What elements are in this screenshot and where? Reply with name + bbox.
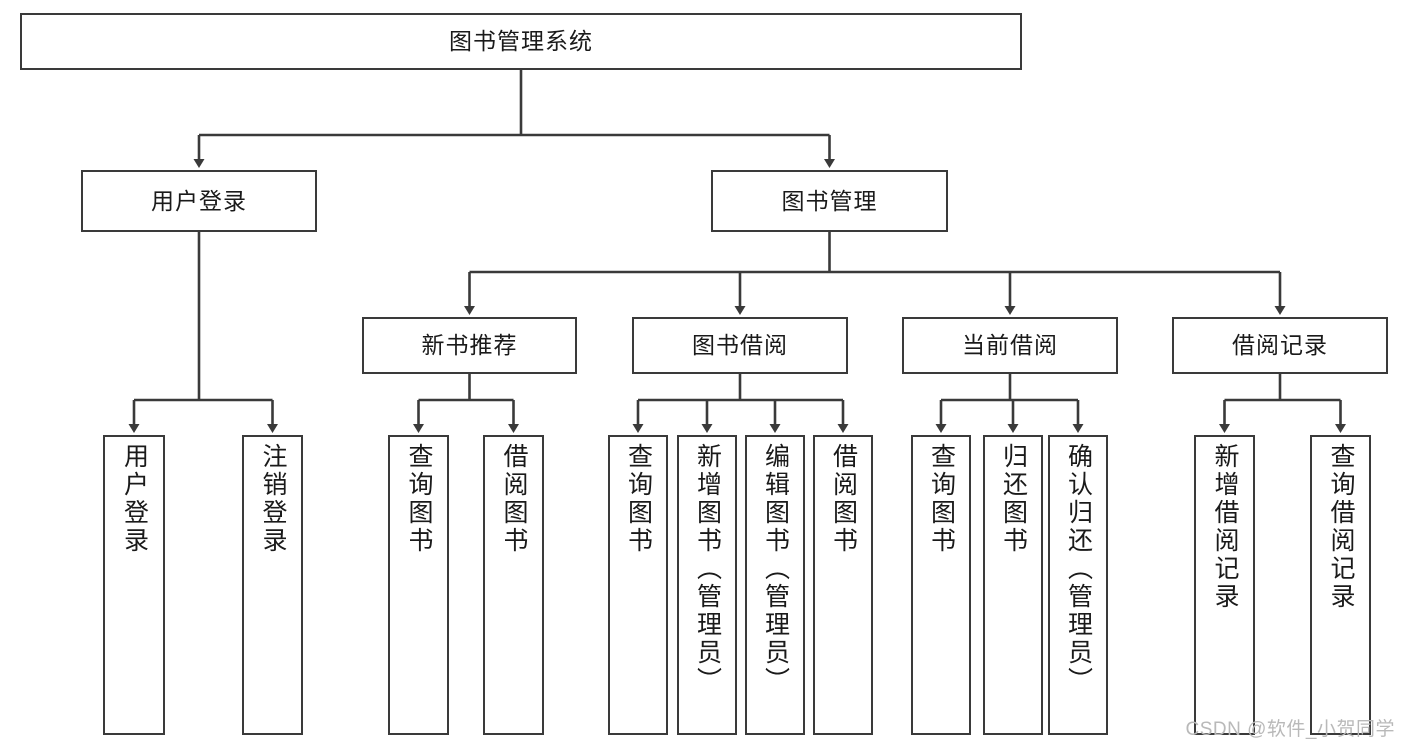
node-label: 借阅记录: [1232, 332, 1328, 359]
node-label: 确认归还（管理员）: [1064, 443, 1093, 695]
node-label: 当前借阅: [962, 332, 1058, 359]
node-label: 借阅图书: [500, 443, 528, 555]
node-leaf-return-book[interactable]: 归还图书: [983, 435, 1043, 735]
node-leaf-add-record[interactable]: 新增借阅记录: [1194, 435, 1255, 735]
node-label: 用户登录: [151, 187, 247, 214]
node-label: 注销登录: [259, 443, 287, 555]
node-label: 图书管理: [781, 187, 878, 214]
node-user-login[interactable]: 用户登录: [81, 170, 317, 232]
node-label: 编辑图书（管理员）: [761, 443, 790, 695]
node-leaf-user-login[interactable]: 用户登录: [103, 435, 165, 735]
node-borrow-record[interactable]: 借阅记录: [1172, 317, 1388, 374]
node-leaf-query-record[interactable]: 查询借阅记录: [1310, 435, 1371, 735]
node-leaf-add-book[interactable]: 新增图书（管理员）: [677, 435, 737, 735]
node-leaf-edit-book[interactable]: 编辑图书（管理员）: [745, 435, 805, 735]
node-label: 查询图书: [405, 443, 433, 555]
node-label: 查询图书: [624, 443, 653, 555]
node-label: 新增借阅记录: [1211, 443, 1239, 611]
node-label: 查询图书: [927, 443, 956, 555]
node-current-borrow[interactable]: 当前借阅: [902, 317, 1118, 374]
node-label: 查询借阅记录: [1327, 443, 1355, 611]
node-book-borrow[interactable]: 图书借阅: [632, 317, 848, 374]
node-book-manage[interactable]: 图书管理: [711, 170, 948, 232]
node-leaf-borrow-book-1[interactable]: 借阅图书: [483, 435, 544, 735]
node-label: 归还图书: [999, 443, 1028, 555]
node-label: 新增图书（管理员）: [693, 443, 722, 695]
node-leaf-borrow-book-2[interactable]: 借阅图书: [813, 435, 873, 735]
node-label: 图书管理系统: [449, 28, 593, 55]
node-label: 借阅图书: [829, 443, 858, 555]
node-leaf-logout[interactable]: 注销登录: [242, 435, 303, 735]
node-leaf-confirm-return[interactable]: 确认归还（管理员）: [1048, 435, 1108, 735]
node-root[interactable]: 图书管理系统: [20, 13, 1022, 70]
node-leaf-query-book-3[interactable]: 查询图书: [911, 435, 971, 735]
node-label: 图书借阅: [692, 332, 788, 359]
node-label: 用户登录: [120, 443, 149, 555]
node-new-book-rec[interactable]: 新书推荐: [362, 317, 577, 374]
node-leaf-query-book-1[interactable]: 查询图书: [388, 435, 449, 735]
node-label: 新书推荐: [421, 332, 518, 359]
node-leaf-query-book-2[interactable]: 查询图书: [608, 435, 668, 735]
